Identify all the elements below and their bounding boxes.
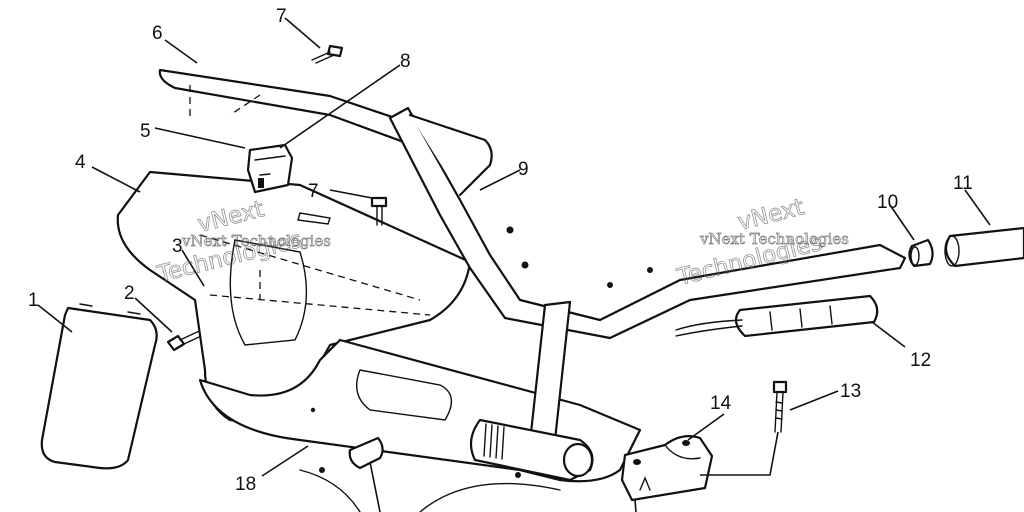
part-10-bar-end-plug bbox=[908, 238, 934, 268]
callout-5: 5 bbox=[140, 121, 151, 142]
leader-lines bbox=[37, 17, 991, 512]
callout-1: 1 bbox=[28, 290, 39, 311]
callout-labels: 1 2 3 4 5 6 7 7 8 9 10 11 12 13 14 18 bbox=[28, 6, 973, 495]
callout-18: 18 bbox=[235, 474, 256, 495]
part-1-cover bbox=[40, 303, 158, 470]
callout-11: 11 bbox=[953, 173, 973, 194]
callout-13: 13 bbox=[840, 381, 861, 402]
part-13-bolt bbox=[772, 380, 788, 433]
callout-7-top: 7 bbox=[276, 6, 287, 27]
callout-12: 12 bbox=[910, 350, 931, 371]
watermark-left-line2: vNext Technologies bbox=[181, 232, 331, 250]
callout-2: 2 bbox=[124, 283, 135, 304]
callout-10: 10 bbox=[877, 192, 898, 213]
watermark-right: vNext vNext Technologies Technologies bbox=[674, 194, 850, 292]
part-4-headlight-pod bbox=[116, 170, 472, 427]
watermark-right-line2: vNext Technologies bbox=[699, 230, 849, 248]
part-7-screw-top bbox=[311, 44, 344, 64]
part-12-heated-grip bbox=[675, 294, 879, 338]
callout-7-middle: 7 bbox=[308, 181, 319, 202]
callout-6: 6 bbox=[152, 23, 163, 44]
callout-3: 3 bbox=[172, 236, 183, 257]
part-5-switch bbox=[246, 143, 294, 194]
part-7-screw-middle bbox=[370, 196, 388, 226]
part-9-handlebar bbox=[388, 106, 907, 340]
callout-9: 9 bbox=[518, 159, 529, 180]
part-11-grip bbox=[944, 226, 1024, 268]
callout-14: 14 bbox=[710, 393, 732, 414]
callout-8: 8 bbox=[400, 51, 411, 72]
steering-column bbox=[469, 300, 594, 482]
part-14-handlebar-clamp bbox=[620, 435, 714, 502]
callout-4: 4 bbox=[75, 152, 86, 173]
